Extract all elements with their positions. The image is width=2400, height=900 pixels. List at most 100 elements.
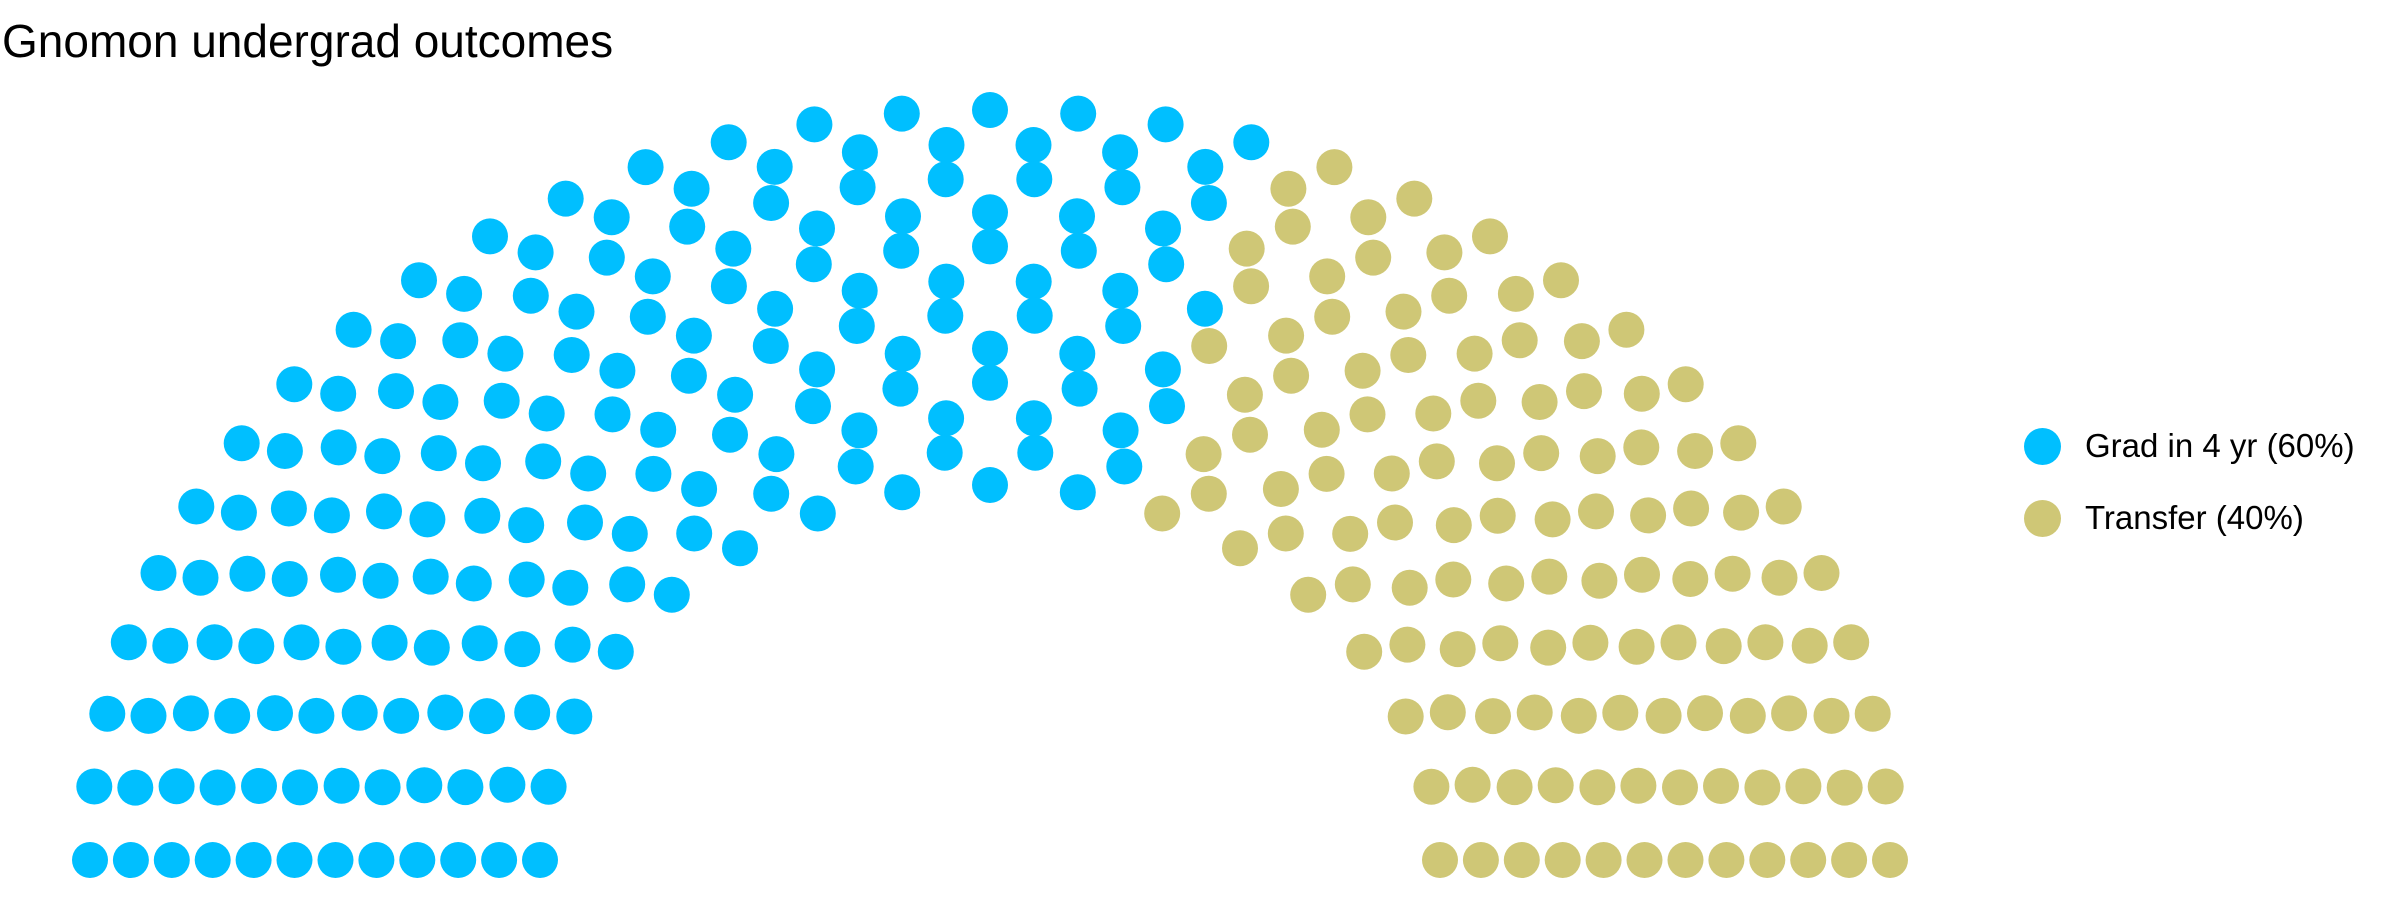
seat-dot-grad (130, 697, 167, 734)
seat-dot-grad (508, 507, 545, 544)
seat-dot-transfer (1472, 218, 1508, 255)
seat-dot-grad (1015, 263, 1052, 300)
seat-dot-grad (266, 433, 303, 469)
seat-dot-transfer (1677, 433, 1714, 469)
seat-dot-grad (567, 504, 603, 541)
seat-dot-transfer (1620, 767, 1657, 804)
seat-dot-transfer (1267, 515, 1304, 552)
seat-dot-grad (446, 275, 483, 312)
seat-dot-grad (838, 308, 875, 344)
seat-dot-transfer (1418, 443, 1455, 480)
seat-dot-transfer (1439, 631, 1476, 668)
seat-dot-transfer (1521, 384, 1558, 420)
seat-dot-grad (412, 558, 449, 595)
seat-dot-grad (839, 169, 876, 206)
seat-dot-transfer (1803, 555, 1840, 591)
seat-dot-transfer (1268, 317, 1305, 354)
seat-dot-transfer (1563, 323, 1600, 360)
seat-dot-grad (464, 497, 501, 534)
seat-dot-grad (313, 497, 350, 534)
seat-dot-grad (653, 576, 690, 613)
seat-dot-grad (420, 435, 457, 472)
seat-dot-grad (469, 698, 505, 735)
seat-dot-transfer (1618, 628, 1655, 665)
seat-dot-transfer (1350, 199, 1387, 236)
seat-dot-transfer (1344, 352, 1381, 389)
seat-dot-grad (710, 268, 747, 305)
seat-dot-transfer (1479, 445, 1515, 482)
seat-dot-transfer (1516, 694, 1553, 731)
seat-dot-grad (676, 515, 713, 552)
seat-dot-grad (1190, 185, 1227, 221)
legend: Grad in 4 yr (60%) Transfer (40%) (2024, 410, 2355, 554)
seat-dot-grad (283, 624, 320, 661)
seat-dot-transfer (1429, 694, 1466, 731)
seat-dot-grad (593, 199, 630, 236)
seat-dot-grad (522, 842, 558, 878)
seat-dot-transfer (1687, 695, 1723, 732)
seat-dot-grad (1233, 124, 1270, 161)
seat-dot-transfer (1396, 180, 1433, 217)
seat-dot-transfer (1456, 335, 1493, 372)
seat-dot-transfer (1572, 624, 1609, 661)
seat-dot-grad (1061, 370, 1098, 407)
legend-swatch-transfer (2024, 499, 2061, 537)
seat-dot-transfer (1623, 375, 1660, 412)
seat-dot-grad (282, 769, 318, 806)
seat-dot-grad (383, 697, 420, 734)
seat-dot-grad (547, 180, 584, 217)
seat-dot-grad (1145, 210, 1181, 247)
seat-dot-transfer (1479, 497, 1516, 534)
seat-dot-grad (669, 208, 706, 245)
seat-dot-grad (320, 556, 356, 593)
seat-dot-grad (409, 501, 446, 538)
seat-dot-grad (558, 293, 595, 330)
seat-dot-grad (406, 767, 443, 804)
seat-dot-grad (1059, 198, 1095, 235)
seat-dot-grad (1016, 161, 1053, 198)
seat-dot-transfer (1308, 455, 1345, 492)
seat-dot-transfer (1667, 366, 1704, 403)
seat-dot-grad (1102, 412, 1139, 449)
seat-dot-grad (335, 311, 372, 348)
seat-dot-transfer (1501, 322, 1538, 359)
seat-dot-grad (552, 569, 589, 606)
seat-dot-transfer (1332, 515, 1369, 552)
seat-dot-transfer (1422, 842, 1458, 878)
seat-dot-transfer (1747, 624, 1784, 661)
seat-dot-grad (883, 95, 920, 132)
seat-dot-grad (401, 262, 437, 299)
seat-dot-grad (440, 842, 477, 878)
seat-dot-grad (594, 396, 631, 433)
seat-dot-grad (1149, 388, 1185, 425)
seat-dot-grad (152, 627, 189, 664)
seat-dot-grad (229, 555, 266, 592)
seat-dot-grad (276, 366, 313, 403)
seat-dot-grad (609, 566, 646, 603)
seat-dot-transfer (1872, 842, 1908, 878)
seat-dot-grad (481, 842, 518, 878)
seat-dot-transfer (1349, 396, 1386, 433)
seat-dot-transfer (1228, 230, 1265, 267)
seat-dot-grad (1147, 106, 1184, 143)
seat-dot-grad (517, 234, 554, 271)
seat-dot-transfer (1708, 842, 1745, 878)
seat-dot-grad (362, 562, 399, 599)
seat-dot-grad (570, 455, 607, 492)
seat-dot-transfer (1531, 558, 1568, 595)
legend-item-grad: Grad in 4 yr (60%) (2024, 410, 2355, 482)
seat-dot-transfer (1608, 311, 1645, 348)
seat-dot-grad (1060, 232, 1097, 269)
seat-dot-transfer (1765, 488, 1802, 525)
seat-dot-grad (926, 434, 963, 471)
legend-swatch-grad (2024, 427, 2061, 465)
seat-dot-transfer (1355, 239, 1392, 276)
seat-dot-transfer (1645, 697, 1682, 734)
seat-dot-grad (1017, 434, 1054, 471)
seat-dot-grad (795, 246, 832, 283)
seat-dot-transfer (1262, 471, 1299, 507)
seat-dot-transfer (1705, 628, 1742, 665)
seat-dot-grad (1186, 290, 1223, 327)
seat-dot-transfer (1316, 149, 1353, 186)
seat-dot-transfer (1389, 626, 1426, 663)
